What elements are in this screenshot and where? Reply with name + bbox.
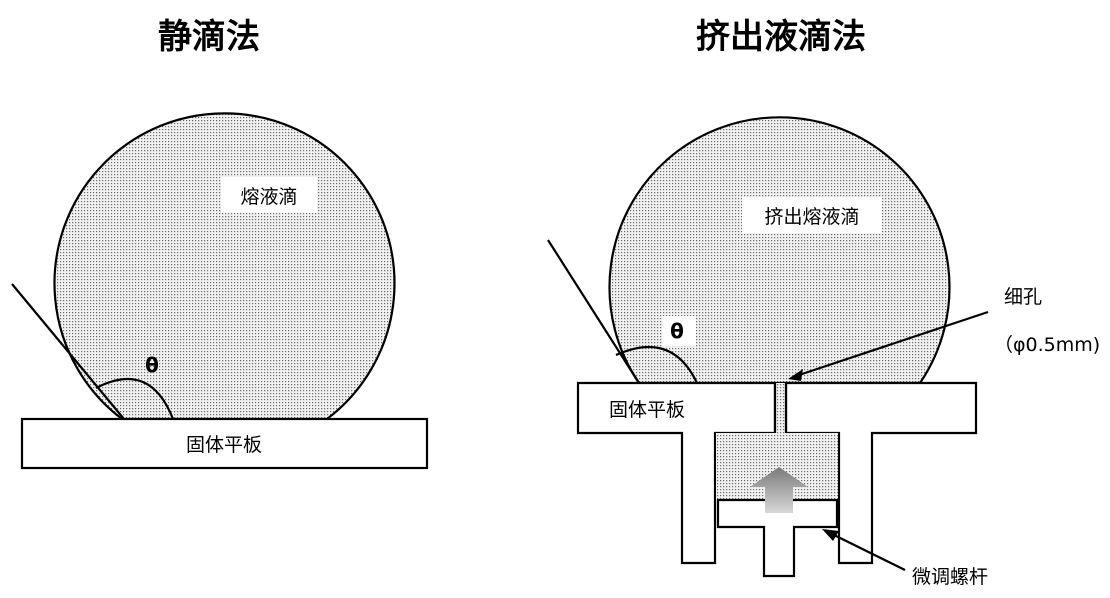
push-up-arrow-icon	[750, 467, 808, 513]
extruded-drop-label-box	[742, 197, 882, 233]
fine-hole-leader	[795, 310, 989, 378]
drop-label-box	[221, 177, 317, 213]
sessile-drop-diagram: 静滴法 熔液滴 θ 固体平板	[11, 17, 429, 470]
extruded-drop-diagram: 挤出液滴法 挤出熔液滴 θ 固体平板 细孔 （φ0.5mm) 微调螺杆	[547, 17, 1100, 588]
fine-hole-channel	[776, 383, 785, 434]
drop-label: 熔液滴	[240, 186, 297, 208]
contact-angle-label-right: θ	[670, 319, 684, 343]
solid-plate-label: 固体平板	[186, 434, 262, 456]
tangent-line	[11, 283, 125, 420]
screw-label: 微调螺杆	[912, 566, 988, 588]
extruded-drop-label: 挤出熔液滴	[764, 206, 859, 228]
screw-arrowhead-icon	[822, 529, 839, 541]
screw-leader	[829, 532, 906, 571]
solid-plate-label-right: 固体平板	[609, 399, 685, 421]
fine-hole-arrowhead-icon	[788, 369, 803, 381]
tangent-line-right	[547, 239, 640, 384]
fine-hole-label: 细孔	[1004, 286, 1042, 308]
theta-label-box	[662, 316, 696, 346]
fine-hole-size: （φ0.5mm)	[994, 334, 1100, 356]
fine-adjustment-screw	[716, 498, 839, 578]
sessile-drop-title: 静滴法	[158, 17, 260, 57]
contact-angle-arc	[95, 378, 175, 420]
solid-plate	[20, 417, 429, 470]
sessile-drop-body	[53, 112, 396, 421]
contact-angle-label: θ	[145, 353, 159, 377]
contact-angle-arc-right	[615, 346, 698, 384]
extruded-drop-body	[608, 116, 951, 385]
extruded-drop-title: 挤出液滴法	[696, 17, 866, 57]
